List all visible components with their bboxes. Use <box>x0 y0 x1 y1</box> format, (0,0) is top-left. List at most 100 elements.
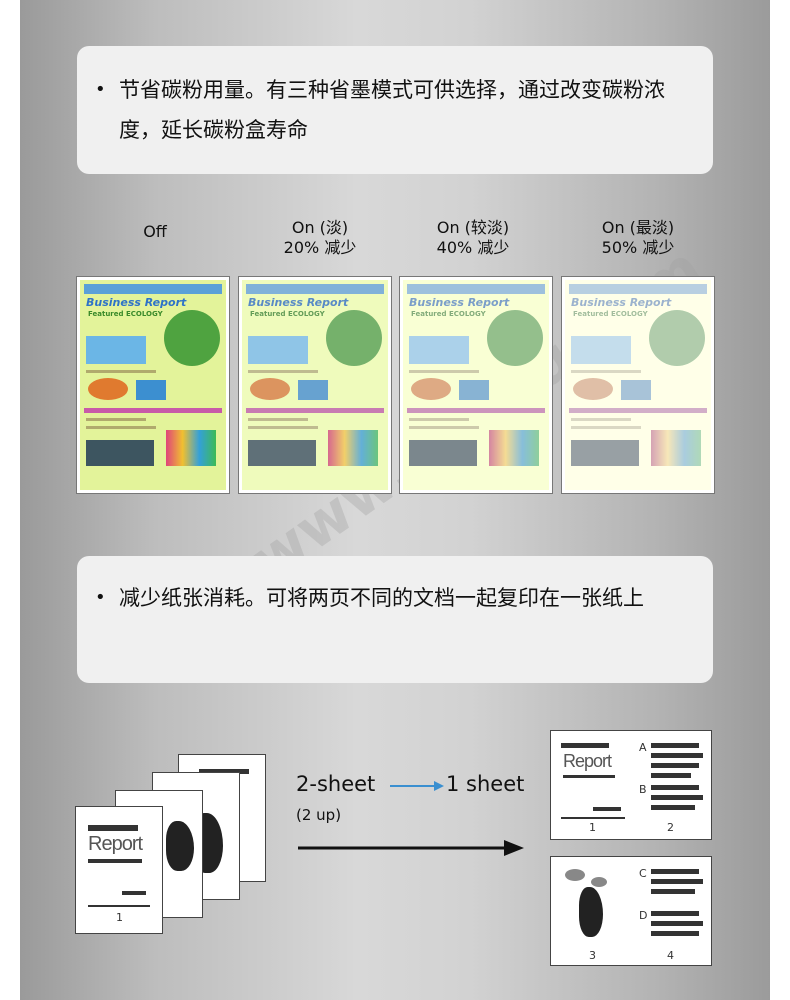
doc-title: Business Report <box>571 296 672 309</box>
dark-image <box>409 440 477 466</box>
mode-label-light: On (淡) 20% 减少 <box>245 218 395 258</box>
text-bar <box>651 773 691 778</box>
color-chart <box>651 430 701 466</box>
dark-image <box>248 440 316 466</box>
bullet: • <box>95 587 106 608</box>
pie-chart <box>250 378 290 400</box>
thumbnail-light: Business Report Featured ECOLOGY <box>238 276 392 494</box>
text-bar <box>88 825 138 831</box>
flow-to-label: 1 sheet <box>446 772 525 796</box>
text-line <box>248 418 308 421</box>
mode-label-off: Off <box>80 222 230 242</box>
color-chart <box>489 430 539 466</box>
page-number: 3 <box>589 949 596 962</box>
pie-chart <box>411 378 451 400</box>
text-bar <box>593 807 621 811</box>
doc-title: Business Report <box>409 296 510 309</box>
bar-chart <box>459 380 489 400</box>
text-bar <box>651 805 695 810</box>
solar-image <box>571 336 631 364</box>
business-report-document: Business Report Featured ECOLOGY <box>242 280 388 490</box>
report-heading: Report <box>88 833 143 855</box>
text-line <box>409 418 469 421</box>
doc-title: Business Report <box>86 296 187 309</box>
section-band <box>407 408 545 413</box>
thumbnail-lightest: Business Report Featured ECOLOGY <box>561 276 715 494</box>
big-arrow-icon <box>298 840 524 856</box>
text-bar <box>651 795 703 800</box>
text-line <box>409 426 479 429</box>
text-bar <box>651 889 695 894</box>
text-bar <box>561 743 609 748</box>
business-report-document: Business Report Featured ECOLOGY <box>80 280 226 490</box>
text-bar <box>563 775 615 778</box>
solar-image <box>248 336 308 364</box>
mode-label-line1: On (最淡) <box>601 218 675 237</box>
text-line <box>571 426 641 429</box>
source-page-1: Report 1 <box>75 806 163 934</box>
text-bar <box>651 785 699 790</box>
section-band <box>246 408 384 413</box>
business-report-document: Business Report Featured ECOLOGY <box>403 280 549 490</box>
page-number: 4 <box>667 949 674 962</box>
feature-text: 节省碳粉用量。有三种省墨模式可供选择，通过改变碳粉浓度，延长碳粉盒寿命 <box>119 78 665 142</box>
section-letter: D <box>639 909 648 922</box>
text-line <box>571 418 631 421</box>
text-line <box>248 370 318 373</box>
page-number: 2 <box>667 821 674 834</box>
globe-image <box>649 310 705 366</box>
bar-chart <box>136 380 166 400</box>
color-chart <box>166 430 216 466</box>
feature-text: 减少纸张消耗。可将两页不同的文档一起复印在一张纸上 <box>119 586 644 610</box>
mode-label-lightest: On (最淡) 50% 减少 <box>563 218 713 258</box>
doc-title: Business Report <box>248 296 349 309</box>
text-line <box>571 370 641 373</box>
result-sheet-2: 3 C D 4 <box>550 856 712 966</box>
globe-image <box>487 310 543 366</box>
text-bar <box>651 911 699 916</box>
page-number: 1 <box>589 821 596 834</box>
globe-image <box>164 310 220 366</box>
text-bar <box>651 931 699 936</box>
doc-header-bar <box>569 284 707 294</box>
text-bar <box>88 859 142 863</box>
page-number: 1 <box>116 911 123 924</box>
mode-label-line2: 20% 减少 <box>283 238 357 257</box>
mode-label-line1: On (较淡) <box>436 218 510 237</box>
solar-image <box>409 336 469 364</box>
text-bar <box>199 769 249 774</box>
globe-image <box>326 310 382 366</box>
feature-card-toner-save: • 节省碳粉用量。有三种省墨模式可供选择，通过改变碳粉浓度，延长碳粉盒寿命 <box>77 46 713 174</box>
thumbnail-off: Business Report Featured ECOLOGY <box>76 276 230 494</box>
mode-label-line1: Off <box>143 222 167 241</box>
solar-image <box>86 336 146 364</box>
mode-label-lighter: On (较淡) 40% 减少 <box>398 218 548 258</box>
text-line <box>248 426 318 429</box>
doc-subtitle: Featured ECOLOGY <box>411 310 486 318</box>
bar-chart <box>298 380 328 400</box>
text-bar <box>651 753 703 758</box>
text-line <box>409 370 479 373</box>
pie-chart <box>88 378 128 400</box>
doc-header-bar <box>84 284 222 294</box>
bar-chart <box>621 380 651 400</box>
japan-map-icon <box>579 887 603 937</box>
text-line <box>86 426 156 429</box>
doc-subtitle: Featured ECOLOGY <box>573 310 648 318</box>
mode-label-line2: 40% 减少 <box>436 238 510 257</box>
japan-map-icon <box>166 821 194 871</box>
text-bar <box>651 921 703 926</box>
flow-from-label: 2-sheet <box>296 772 376 796</box>
flow-note: (2 up) <box>296 806 342 824</box>
doc-header-bar <box>246 284 384 294</box>
mode-label-line2: 50% 减少 <box>601 238 675 257</box>
dark-image <box>571 440 639 466</box>
section-band <box>84 408 222 413</box>
text-bar <box>651 763 699 768</box>
small-arrow-icon <box>390 781 444 791</box>
thumbnail-lighter: Business Report Featured ECOLOGY <box>399 276 553 494</box>
dark-image <box>86 440 154 466</box>
section-band <box>569 408 707 413</box>
divider-line <box>88 905 150 907</box>
divider-line <box>561 817 625 819</box>
